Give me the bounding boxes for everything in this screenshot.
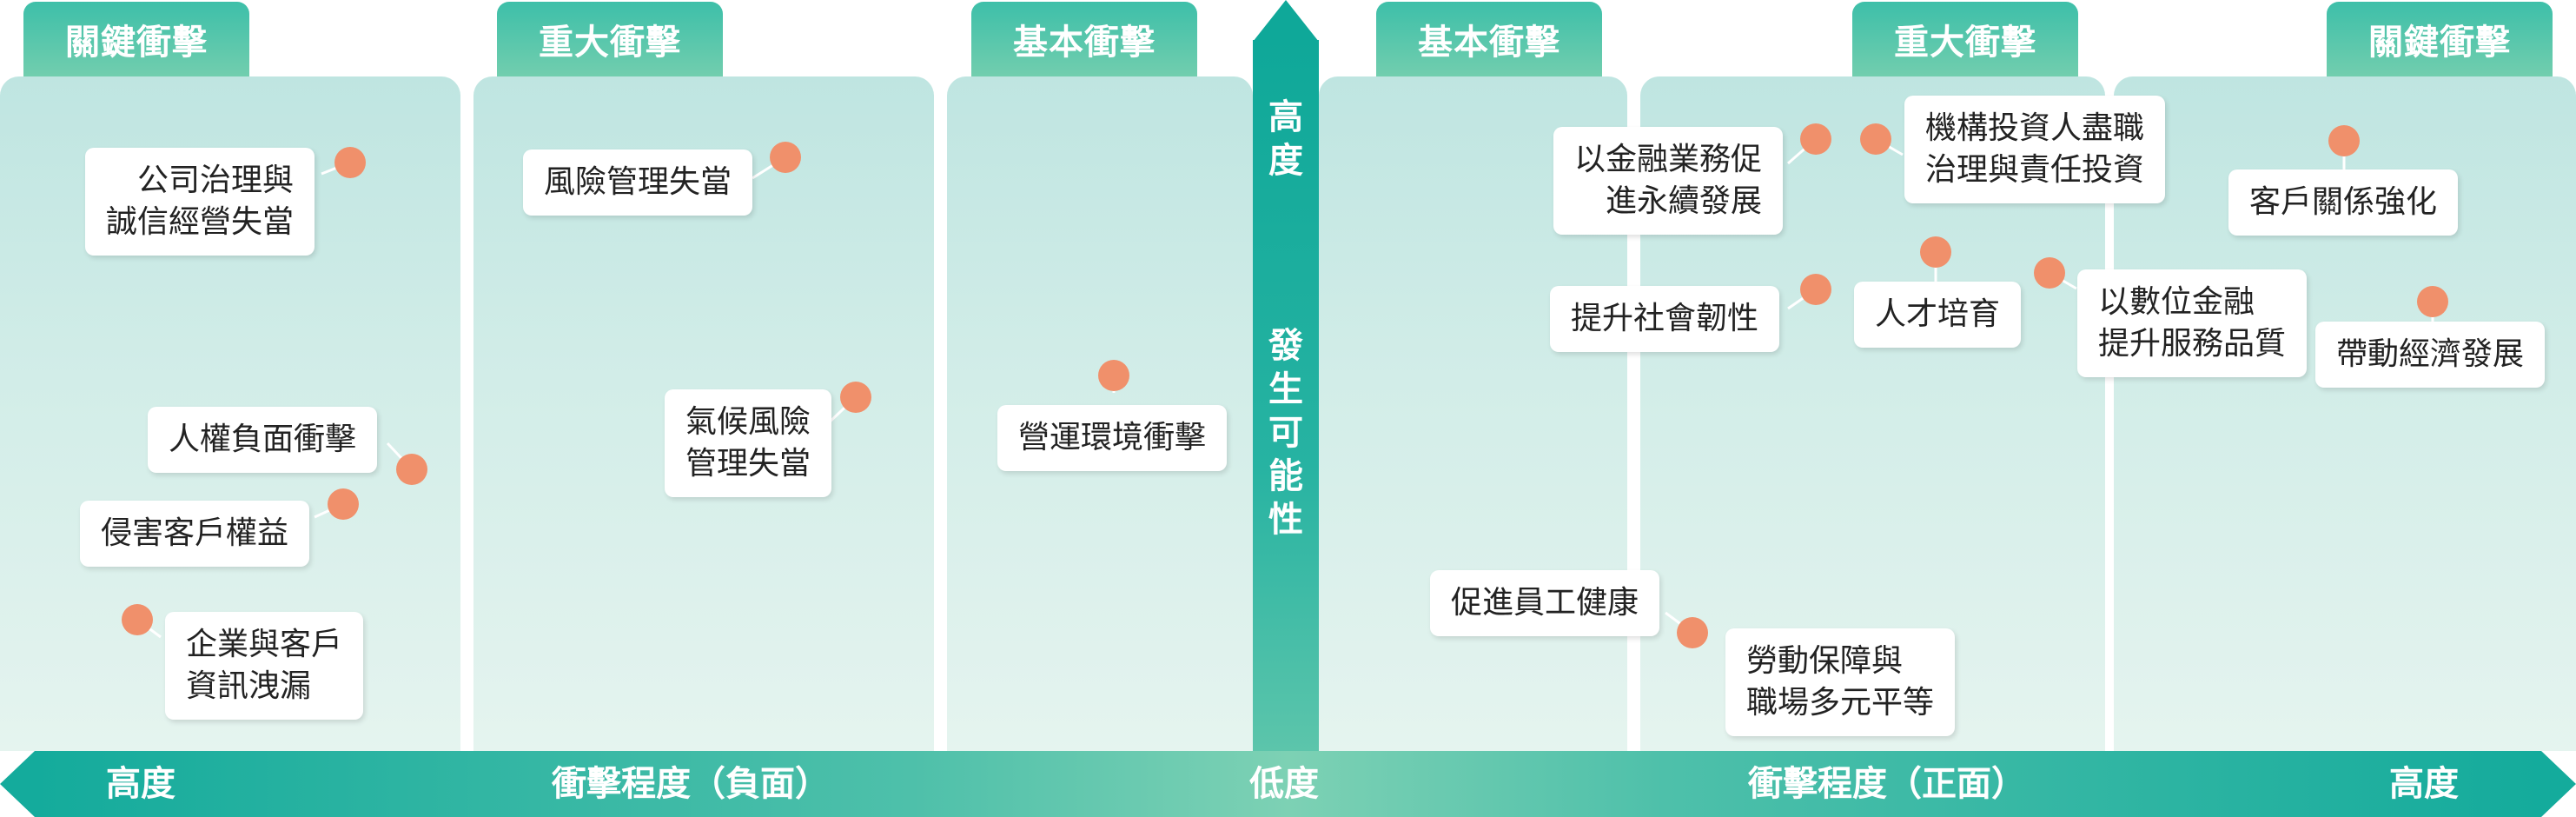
topic-risk-management: 風險管理失當 <box>523 149 753 216</box>
tab-positive-critical: 關鍵衝擊 <box>2327 2 2553 76</box>
topic-sustainable-finance: 以金融業務促 進永續發展 <box>1553 127 1784 235</box>
left-arrowhead <box>0 751 35 817</box>
tab-negative-basic: 基本衝擊 <box>971 2 1197 76</box>
topic-governance-integrity: 公司治理與 誠信經營失當 <box>85 148 315 256</box>
axis-right-end-label: 高度 <box>2389 764 2459 804</box>
topic-dot <box>770 142 801 173</box>
topic-dot <box>1860 123 1891 155</box>
tab-negative-major: 重大衝擊 <box>497 2 723 76</box>
vertical-axis-title: 發生可能性 <box>1268 326 1303 540</box>
topic-dot <box>1800 274 1831 305</box>
axis-left-end-label: 高度 <box>106 764 175 804</box>
topic-operating-env: 營運環境衝擊 <box>997 405 1228 471</box>
topic-employee-health: 促進員工健康 <box>1430 570 1660 636</box>
topic-stewardship: 機構投資人盡職 治理與責任投資 <box>1904 96 2166 203</box>
topic-dot <box>1800 123 1831 155</box>
topic-dot <box>2328 125 2360 156</box>
tab-negative-critical: 關鍵衝擊 <box>23 2 249 76</box>
right-arrowhead <box>2541 751 2576 817</box>
axis-positive-title: 衝擊程度（正面） <box>1748 764 2026 804</box>
axis-center-label: 低度 <box>1249 764 1319 804</box>
topic-dot <box>122 604 153 635</box>
topic-dot <box>328 488 359 520</box>
topic-customer-relations: 客戶關係強化 <box>2228 169 2459 236</box>
topic-dot <box>396 454 427 485</box>
topic-info-leak: 企業與客戶 資訊洩漏 <box>165 612 364 720</box>
topic-dot <box>2034 257 2065 289</box>
topic-economic-growth: 帶動經濟發展 <box>2315 322 2546 388</box>
topic-customer-rights: 侵害客戶權益 <box>80 501 310 567</box>
vertical-axis-arrowhead <box>1253 0 1319 42</box>
topic-dot <box>1677 617 1708 648</box>
topic-labor-protection: 勞動保障與 職場多元平等 <box>1725 628 1956 736</box>
topic-dot <box>334 147 366 178</box>
topic-climate-risk: 氣候風險 管理失當 <box>665 389 832 497</box>
tab-positive-basic: 基本衝擊 <box>1376 2 1602 76</box>
horizontal-axis <box>35 751 2541 817</box>
vertical-axis <box>1253 40 1319 751</box>
topic-social-resilience: 提升社會韌性 <box>1550 286 1780 352</box>
vertical-axis-top-label: 高度 <box>1268 97 1303 181</box>
topic-talent: 人才培育 <box>1854 282 2022 348</box>
topic-dot <box>1098 360 1129 391</box>
axis-negative-title: 衝擊程度（負面） <box>552 764 830 804</box>
tab-positive-major: 重大衝擊 <box>1852 2 2078 76</box>
topic-digital-finance: 以數位金融 提升服務品質 <box>2077 269 2308 377</box>
topic-dot <box>840 382 871 413</box>
topic-dot <box>2417 286 2448 317</box>
topic-human-rights: 人權負面衝擊 <box>148 407 378 473</box>
topic-dot <box>1920 236 1951 268</box>
